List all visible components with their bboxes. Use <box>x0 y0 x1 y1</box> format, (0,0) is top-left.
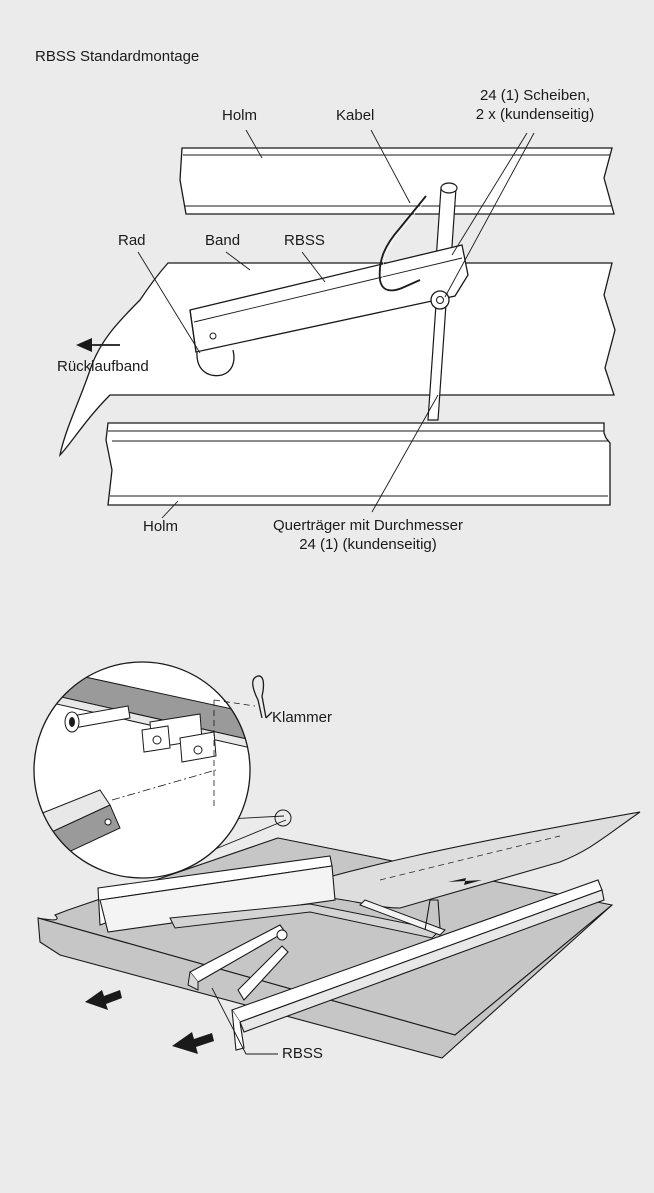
label-rbss-top: RBSS <box>284 232 325 249</box>
right-rail <box>231 879 605 1051</box>
label-holm-bottom: Holm <box>143 518 179 535</box>
label-rbss-bottom: RBSS <box>282 1045 323 1062</box>
leader-rbss-bottom <box>211 987 278 1055</box>
label-band: Band <box>205 232 241 249</box>
rbss-arms <box>187 924 289 1001</box>
floor-belt-lower <box>37 904 613 1059</box>
label-quertraeger-line1: Querträger mit Durchmesser <box>272 517 464 534</box>
detail-circle <box>34 662 250 878</box>
label-ruecklaufband: Rücklaufband <box>57 358 149 375</box>
holm-top-rail <box>179 147 615 215</box>
label-scheiben-line2: 2 x (kundenseitig) <box>475 106 595 123</box>
holm-bottom-rail <box>105 422 611 506</box>
left-rail <box>97 855 336 933</box>
top-assembly-drawing <box>58 129 616 519</box>
belt-arrows-bottom <box>85 878 482 1054</box>
rad-wheel <box>196 349 235 377</box>
label-klammer: Klammer <box>272 709 333 726</box>
label-kabel: Kabel <box>336 107 375 124</box>
leader-lines-top <box>137 129 535 519</box>
label-holm-top: Holm <box>222 107 258 124</box>
label-scheiben-line1: 24 (1) Scheiben, <box>479 87 591 104</box>
label-rad: Rad <box>118 232 146 249</box>
ruecklauf-arrow-top <box>76 338 120 352</box>
detail-circle-border <box>33 661 251 879</box>
kabel-cable <box>378 195 427 292</box>
scheibe-washer <box>430 290 450 310</box>
klammer-clip <box>252 675 273 719</box>
cross-bar <box>169 903 442 939</box>
label-quertraeger-line2: 24 (1) (kundenseitig) <box>299 536 437 553</box>
diagram-title: RBSS Standardmontage <box>35 48 200 65</box>
